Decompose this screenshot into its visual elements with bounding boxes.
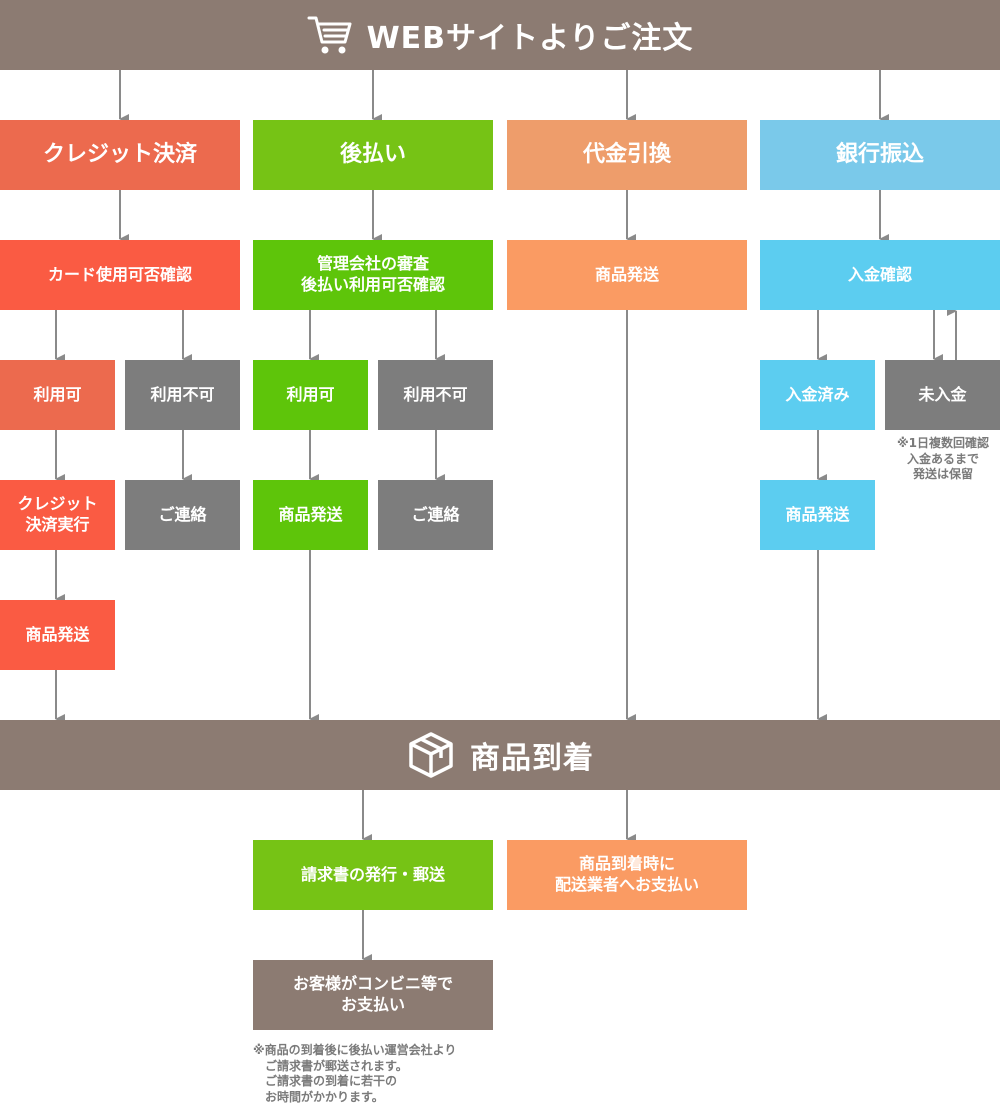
bank-paid: 入金済み [760,360,875,430]
invoice-note: ※商品の到着後に後払い運営会社より ご請求書が郵送されます。 ご請求書の到着に若… [253,1043,457,1104]
credit-contact: ご連絡 [125,480,240,550]
cod-payment: 商品到着時に 配送業者へお支払い [507,840,747,910]
credit-ng: 利用不可 [125,360,240,430]
order-banner: WEBサイトよりご注文 [0,0,1000,70]
deferred-contact: ご連絡 [378,480,493,550]
cart-icon [307,16,352,54]
deferred-ok: 利用可 [253,360,368,430]
deferred-ng: 利用不可 [378,360,493,430]
cod-ship: 商品発送 [507,240,747,310]
credit-execute: クレジット 決済実行 [0,480,115,550]
invoice-mail: 請求書の発行・郵送 [253,840,493,910]
bank-note: ※1日複数回確認 入金あるまで 発送は保留 [896,436,990,482]
deferred-header: 後払い [253,120,493,190]
bank-unpaid: 未入金 [885,360,1000,430]
cod-header: 代金引換 [507,120,747,190]
credit-card-check: カード使用可否確認 [0,240,240,310]
arrival-banner-title: 商品到着 [470,741,594,776]
box-icon [409,732,453,778]
deferred-screening: 管理会社の審査 後払い利用可否確認 [253,240,493,310]
convenience-payment: お客様がコンビニ等で お支払い [253,960,493,1030]
bank-payment-check: 入金確認 [760,240,1000,310]
credit-header: クレジット決済 [0,120,240,190]
arrival-banner: 商品到着 [0,720,1000,790]
deferred-ship: 商品発送 [253,480,368,550]
credit-ok: 利用可 [0,360,115,430]
bank-header: 銀行振込 [760,120,1000,190]
order-banner-title: WEBサイトよりご注文 [366,21,694,56]
bank-ship: 商品発送 [760,480,875,550]
credit-ship: 商品発送 [0,600,115,670]
